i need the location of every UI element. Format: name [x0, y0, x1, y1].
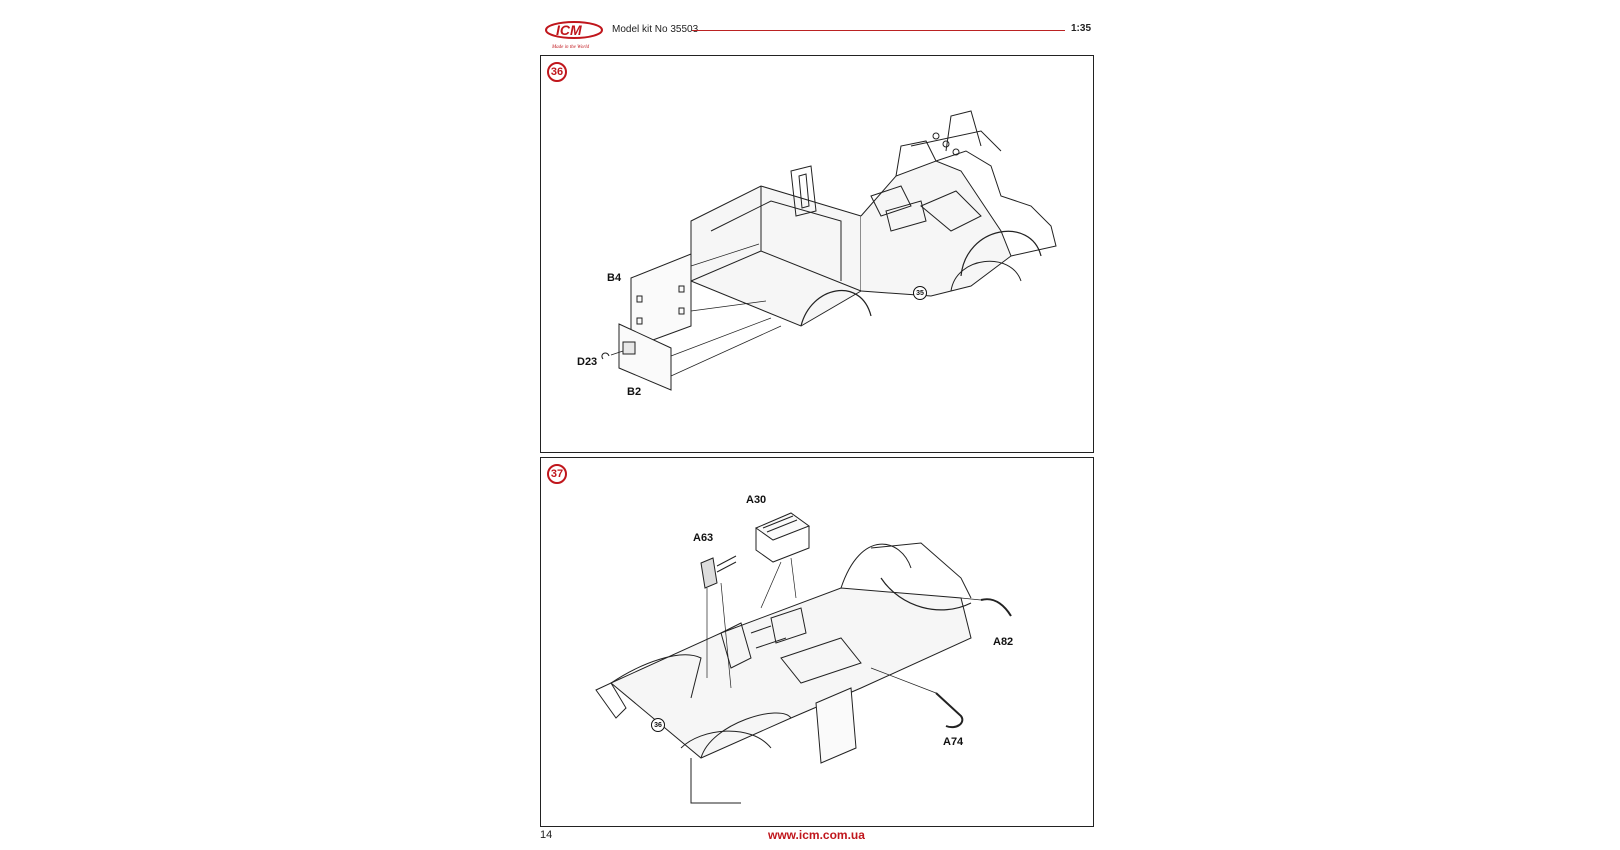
logo-text: ICM: [556, 22, 582, 38]
step-36-drawing: [601, 110, 1057, 391]
header-rule: [692, 30, 1065, 31]
step-36-badge: 36: [547, 62, 567, 82]
step-36-panel: 36 B4 D23 B2 3: [540, 55, 1094, 453]
part-label-a30: A30: [746, 494, 767, 506]
step-37-drawing: [595, 512, 1012, 804]
icm-logo: ICM Made in the World: [545, 21, 603, 50]
part-label-a63: A63: [693, 532, 714, 544]
step-37-panel: 37 A30 A63 A82 A74: [540, 457, 1094, 827]
part-label-b4: B4: [607, 272, 622, 284]
scale-label: 1:35: [1071, 23, 1092, 34]
kit-title: Model kit No 35503: [612, 24, 699, 35]
part-label-a74: A74: [943, 736, 964, 748]
step-37-badge: 37: [547, 464, 567, 484]
part-label-d23: D23: [577, 356, 598, 368]
part-label-a82: A82: [993, 636, 1014, 648]
part-label-b2: B2: [627, 386, 642, 398]
website-link[interactable]: www.icm.com.ua: [768, 828, 865, 842]
logo-tagline: Made in the World: [551, 45, 590, 50]
step-reference-35: 35: [913, 286, 927, 300]
page-number: 14: [540, 829, 553, 841]
step-reference-36: 36: [651, 718, 665, 732]
